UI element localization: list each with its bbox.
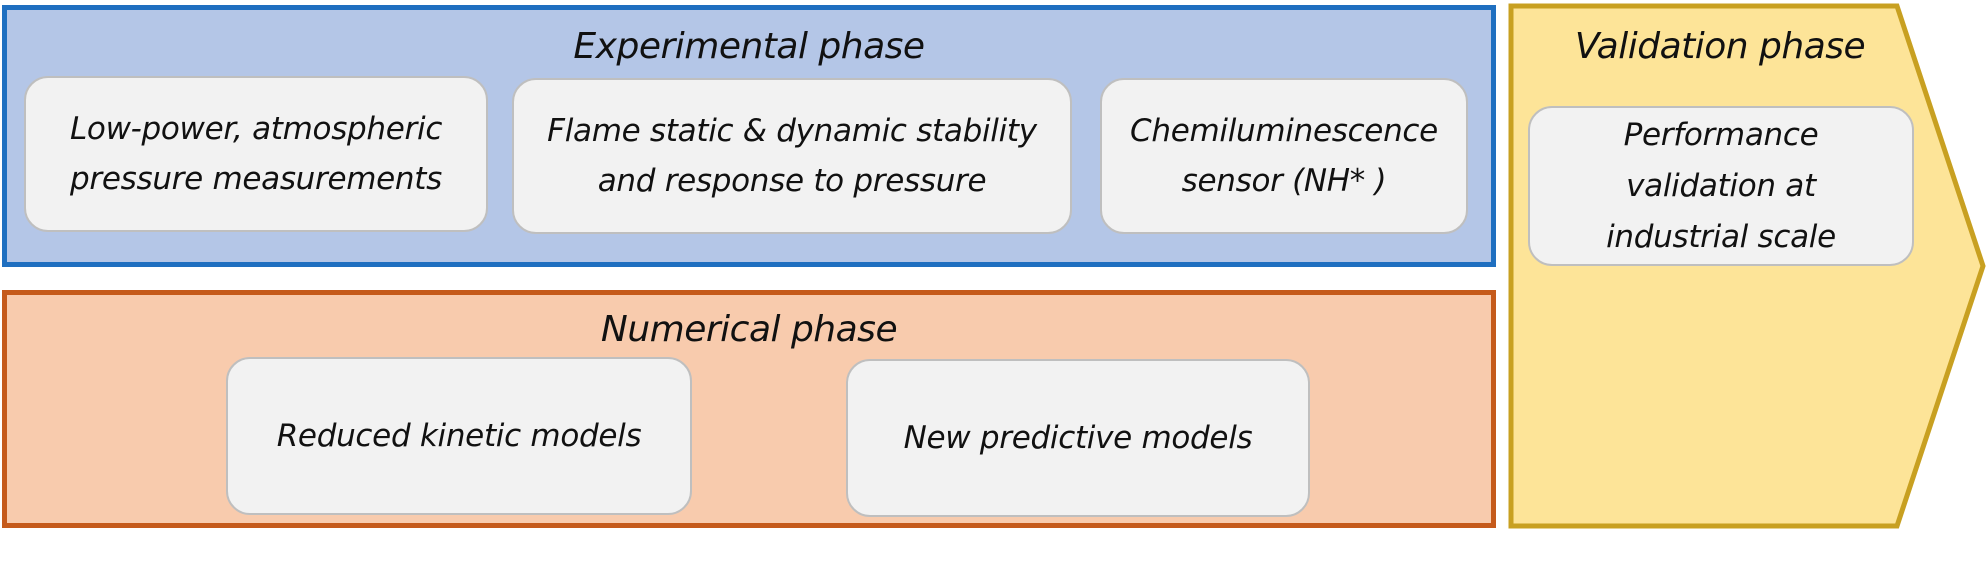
numerical-phase-title: Numerical phase [600, 309, 898, 350]
new-predictive-models-box: New predictive models [846, 359, 1310, 517]
validation-phase-title: Validation phase [1574, 26, 1866, 67]
chemiluminescence-sensor-box: Chemiluminescence sensor (NH* ) [1100, 78, 1468, 234]
reduced-kinetic-models-box: Reduced kinetic models [226, 357, 692, 515]
low-power-measurements-label: Low-power, atmospheric pressure measurem… [69, 111, 443, 197]
flame-stability-box: Flame static & dynamic stability and res… [512, 78, 1072, 234]
validation-phase-chevron [1508, 3, 1986, 529]
performance-validation-box: Performance validation at industrial sca… [1528, 106, 1914, 266]
performance-validation-label: Performance validation at industrial sca… [1606, 116, 1836, 255]
new-predictive-models-label: New predictive models [903, 420, 1253, 456]
chemiluminescence-sensor-label: Chemiluminescence sensor (NH* ) [1130, 113, 1438, 199]
validation-phase-arrow-shape [1508, 3, 1986, 529]
reduced-kinetic-models-label: Reduced kinetic models [276, 418, 642, 454]
experimental-phase-title: Experimental phase [573, 26, 925, 67]
low-power-measurements-box: Low-power, atmospheric pressure measurem… [24, 76, 488, 232]
flame-stability-label: Flame static & dynamic stability and res… [547, 113, 1037, 199]
